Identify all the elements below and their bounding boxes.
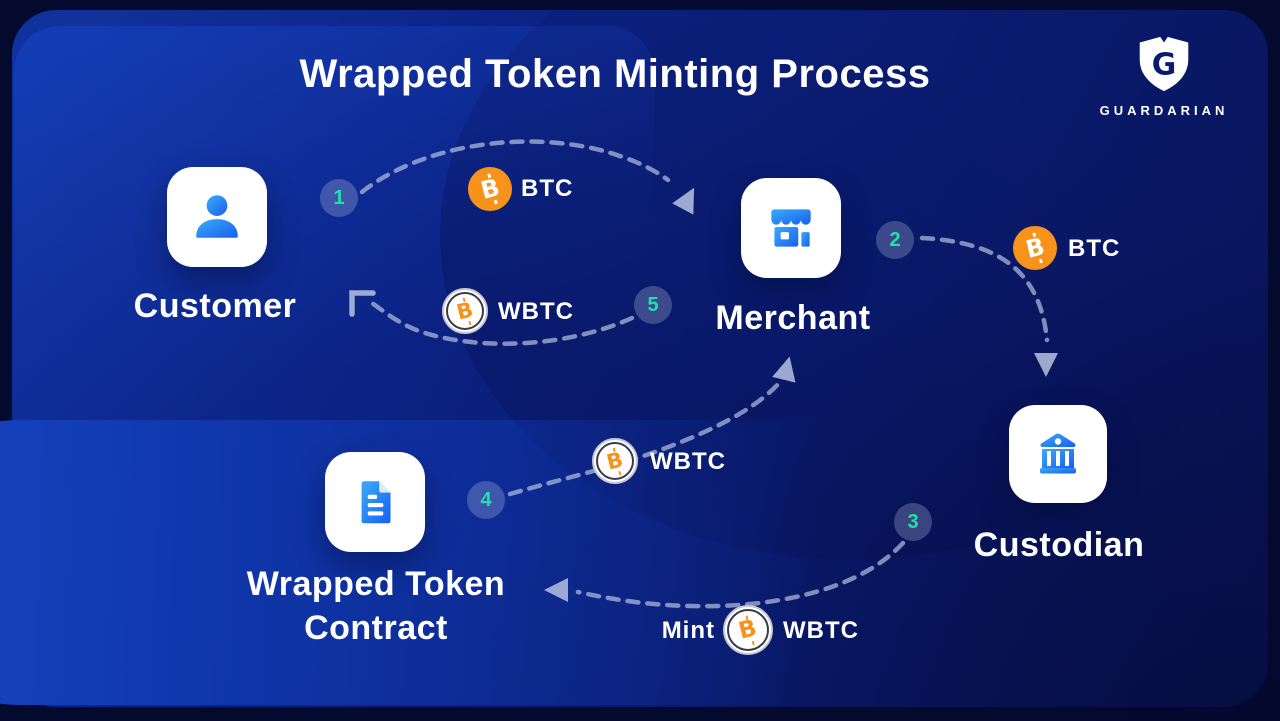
wbtc-coin-mint: B <box>723 605 773 655</box>
contract-card <box>325 452 425 552</box>
wbtc-coin-step5: B <box>442 288 488 334</box>
wbtc-ring <box>727 609 769 651</box>
wbtc-ring <box>596 442 634 480</box>
step-badge-3: 3 <box>894 503 932 541</box>
bank-icon <box>1040 433 1076 474</box>
arrowhead-step5-chevron <box>349 290 376 317</box>
arrowhead-step2 <box>1034 353 1058 377</box>
storefront-icon <box>771 209 811 247</box>
svg-text:G: G <box>1152 47 1177 82</box>
wbtc-label-step4: WBTC <box>650 448 726 475</box>
document-icon <box>361 481 391 524</box>
wbtc-ring <box>446 292 484 330</box>
btc-label-step2: BTC <box>1068 235 1121 262</box>
step-badge-1: 1 <box>320 179 358 217</box>
arrow-step4-contract-to-merchant <box>507 379 783 497</box>
background-blob-top-left <box>14 26 654 456</box>
arrow-step3-custodian-to-contract <box>575 540 906 609</box>
btc-coin-step2: B <box>1013 226 1057 270</box>
guardarian-logo: G GUARDARIAN <box>1084 34 1244 118</box>
custodian-label: Custodian <box>973 526 1145 564</box>
step-badge-4: 4 <box>467 481 505 519</box>
arrowhead-step4 <box>772 356 796 383</box>
wbtc-coin-step4: B <box>592 438 638 484</box>
arrowhead-step3 <box>544 578 568 602</box>
shield-g-icon: G <box>1139 36 1189 92</box>
contract-label: Wrapped Token Contract <box>201 562 551 650</box>
arrow-step1-customer-to-merchant <box>359 139 671 195</box>
btc-label-step1: BTC <box>521 175 574 202</box>
arrow-step5-merchant-to-customer <box>369 300 635 346</box>
logo-wordmark: GUARDARIAN <box>1099 103 1229 118</box>
custodian-card <box>1009 405 1107 503</box>
arrowhead-step1 <box>672 187 695 215</box>
wbtc-label-step5: WBTC <box>498 298 574 325</box>
arrow-step2-merchant-to-custodian <box>919 235 1050 343</box>
step-badge-5: 5 <box>634 286 672 324</box>
contract-label-line2: Contract <box>304 609 448 647</box>
btc-coin-step1: B <box>468 167 512 211</box>
contract-label-line1: Wrapped Token <box>246 565 506 603</box>
mint-label: Mint <box>661 617 715 644</box>
wbtc-label-mint: WBTC <box>783 617 859 644</box>
bitcoin-symbol: B <box>1022 232 1048 264</box>
person-icon <box>196 195 238 238</box>
customer-card <box>167 167 267 267</box>
bitcoin-symbol: B <box>477 173 503 205</box>
page-title: Wrapped Token Minting Process <box>299 52 931 96</box>
customer-label: Customer <box>133 287 297 325</box>
merchant-card <box>741 178 841 278</box>
merchant-label: Merchant <box>715 299 871 337</box>
step-badge-2: 2 <box>876 221 914 259</box>
